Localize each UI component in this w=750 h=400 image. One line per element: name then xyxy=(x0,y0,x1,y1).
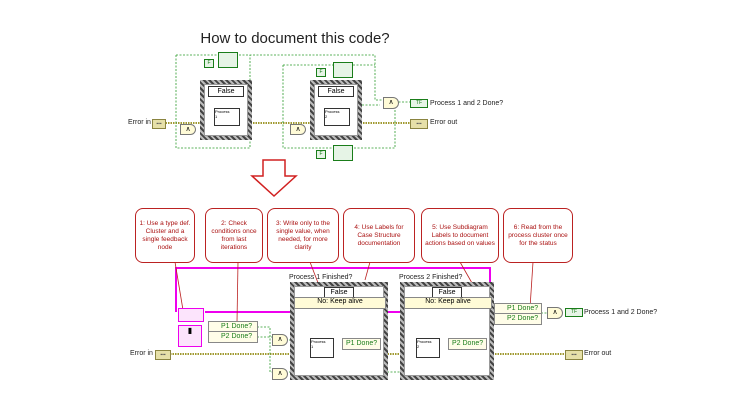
case-selector-top-1[interactable]: False xyxy=(208,86,244,97)
case2-label: Process 2 Finished? xyxy=(399,274,463,281)
callout-1: 1: Use a type def. Cluster and a single … xyxy=(135,208,195,263)
callout-2: 2: Check conditions once from last itera… xyxy=(205,208,263,263)
error-in-terminal[interactable]: ▪▪▪ xyxy=(155,350,171,360)
feedback-node-2[interactable] xyxy=(333,62,353,78)
callout-pointer-1 xyxy=(174,261,184,311)
and-gate-top-1[interactable]: ∧ xyxy=(180,124,196,135)
bool-wire-top-outer xyxy=(176,54,385,101)
case-selector-top-2[interactable]: False xyxy=(318,86,354,97)
bundle-p2-done[interactable]: P2 Done? xyxy=(448,338,487,350)
case1-label: Process 1 Finished? xyxy=(289,274,353,281)
bool-indicator-top[interactable]: TF xyxy=(410,99,428,108)
callout-pointer-4 xyxy=(364,261,371,281)
false-constant-2[interactable]: F xyxy=(316,68,326,77)
callout-pointer-6 xyxy=(529,261,534,309)
and-gate-p2-check[interactable]: ∧ xyxy=(272,334,288,346)
page-title: How to document this code? xyxy=(200,30,390,47)
output-label-top: Process 1 and 2 Done? xyxy=(430,100,504,107)
output-label: Process 1 and 2 Done? xyxy=(584,309,658,316)
error-in-label: Error in xyxy=(130,350,153,357)
unbundle-status[interactable]: P1 Done? P2 Done? xyxy=(494,303,542,325)
error-in-label-top: Error in xyxy=(128,119,151,126)
callout-4: 4: Use Labels for Case Structure documen… xyxy=(343,208,415,263)
bundle-p1-done[interactable]: P1 Done? xyxy=(342,338,381,350)
callout-6: 6: Read from the process cluster once fo… xyxy=(503,208,573,263)
feedback-node-3[interactable] xyxy=(333,145,353,161)
callout-5: 5: Use Subdiagram Labels to document act… xyxy=(421,208,499,263)
error-out-terminal-top[interactable]: ▪▪▪ xyxy=(410,119,428,129)
callout-pointer-2 xyxy=(236,261,239,323)
bool-indicator-output[interactable]: TF xyxy=(565,308,583,317)
callout-3: 3: Write only to the single value, when … xyxy=(267,208,339,263)
bool-wire-top-right-loop xyxy=(282,65,396,149)
typedef-cluster-constant[interactable]: ▮ xyxy=(178,325,202,347)
unbundle-by-name[interactable]: P1 Done? P2 Done? xyxy=(208,321,258,343)
error-out-label: Error out xyxy=(584,350,612,357)
and-gate-top-2[interactable]: ∧ xyxy=(290,124,306,135)
and-gate-output[interactable]: ∧ xyxy=(547,307,563,319)
error-out-label-top: Error out xyxy=(430,119,458,126)
and-gate-top-out[interactable]: ∧ xyxy=(383,97,399,109)
error-in-terminal-top[interactable]: ▪▪▪ xyxy=(152,119,166,129)
false-constant-3[interactable]: F xyxy=(316,150,326,159)
false-constant-1[interactable]: F xyxy=(204,59,214,68)
case1-subdiagram-label: No: Keep alive xyxy=(294,297,386,309)
error-out-terminal[interactable]: ▪▪▪ xyxy=(565,350,583,360)
case2-subdiagram-label: No: Keep alive xyxy=(404,297,492,309)
feedback-node-1[interactable] xyxy=(218,52,238,68)
cluster-feedback-node[interactable] xyxy=(178,308,204,322)
and-gate-p1-check[interactable]: ∧ xyxy=(272,368,288,380)
down-arrow-icon xyxy=(250,159,298,198)
